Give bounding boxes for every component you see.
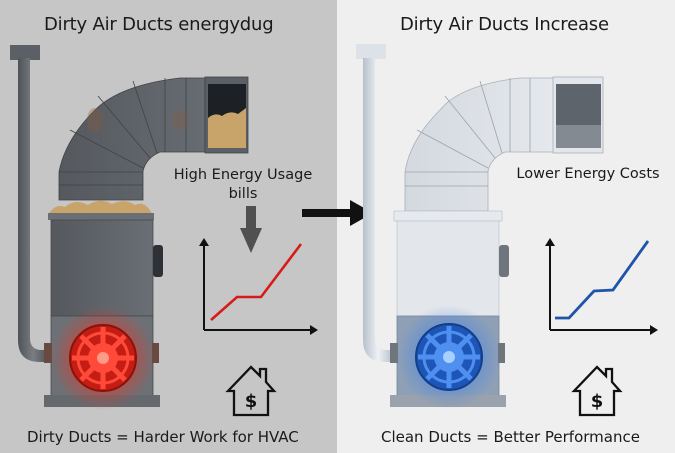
house-dollar-icon: $ — [571, 365, 623, 417]
duct-elbow-icon — [404, 77, 561, 212]
right-arrow-icon — [302, 200, 373, 226]
lower-energy-label: Lower Energy Costs — [516, 166, 660, 182]
furnace-icon — [396, 220, 500, 318]
chart-icon-clean — [545, 238, 658, 335]
house-dollar-icon: $ — [225, 365, 277, 417]
pipe-icon — [363, 58, 393, 362]
duct-elbow-icon — [58, 77, 231, 201]
clean-duct-system — [356, 44, 604, 409]
pipe-icon — [18, 58, 48, 362]
high-energy-label: High Energy Usage bills — [168, 166, 318, 204]
right-title: Dirty Air Ducts Increase — [400, 14, 609, 35]
right-panel-clean — [337, 0, 675, 453]
left-title: Dirty Air Ducts energydug — [44, 14, 274, 35]
debris-icon — [48, 200, 152, 215]
svg-text:$: $ — [245, 391, 258, 412]
dirty-duct-system — [10, 45, 249, 410]
pipe-cap-icon — [356, 44, 386, 59]
pipe-cap-icon — [10, 45, 40, 60]
left-caption: Dirty Ducts = Harder Work for HVAC — [27, 428, 299, 446]
chart-icon-dirty — [199, 238, 318, 335]
high-energy-label-line1: High Energy Usage — [173, 167, 313, 183]
down-arrow-icon — [240, 206, 262, 253]
right-caption: Clean Ducts = Better Performance — [381, 428, 640, 446]
furnace-icon — [50, 219, 154, 317]
svg-text:$: $ — [591, 391, 604, 412]
high-energy-label-line2: bills — [228, 186, 258, 202]
